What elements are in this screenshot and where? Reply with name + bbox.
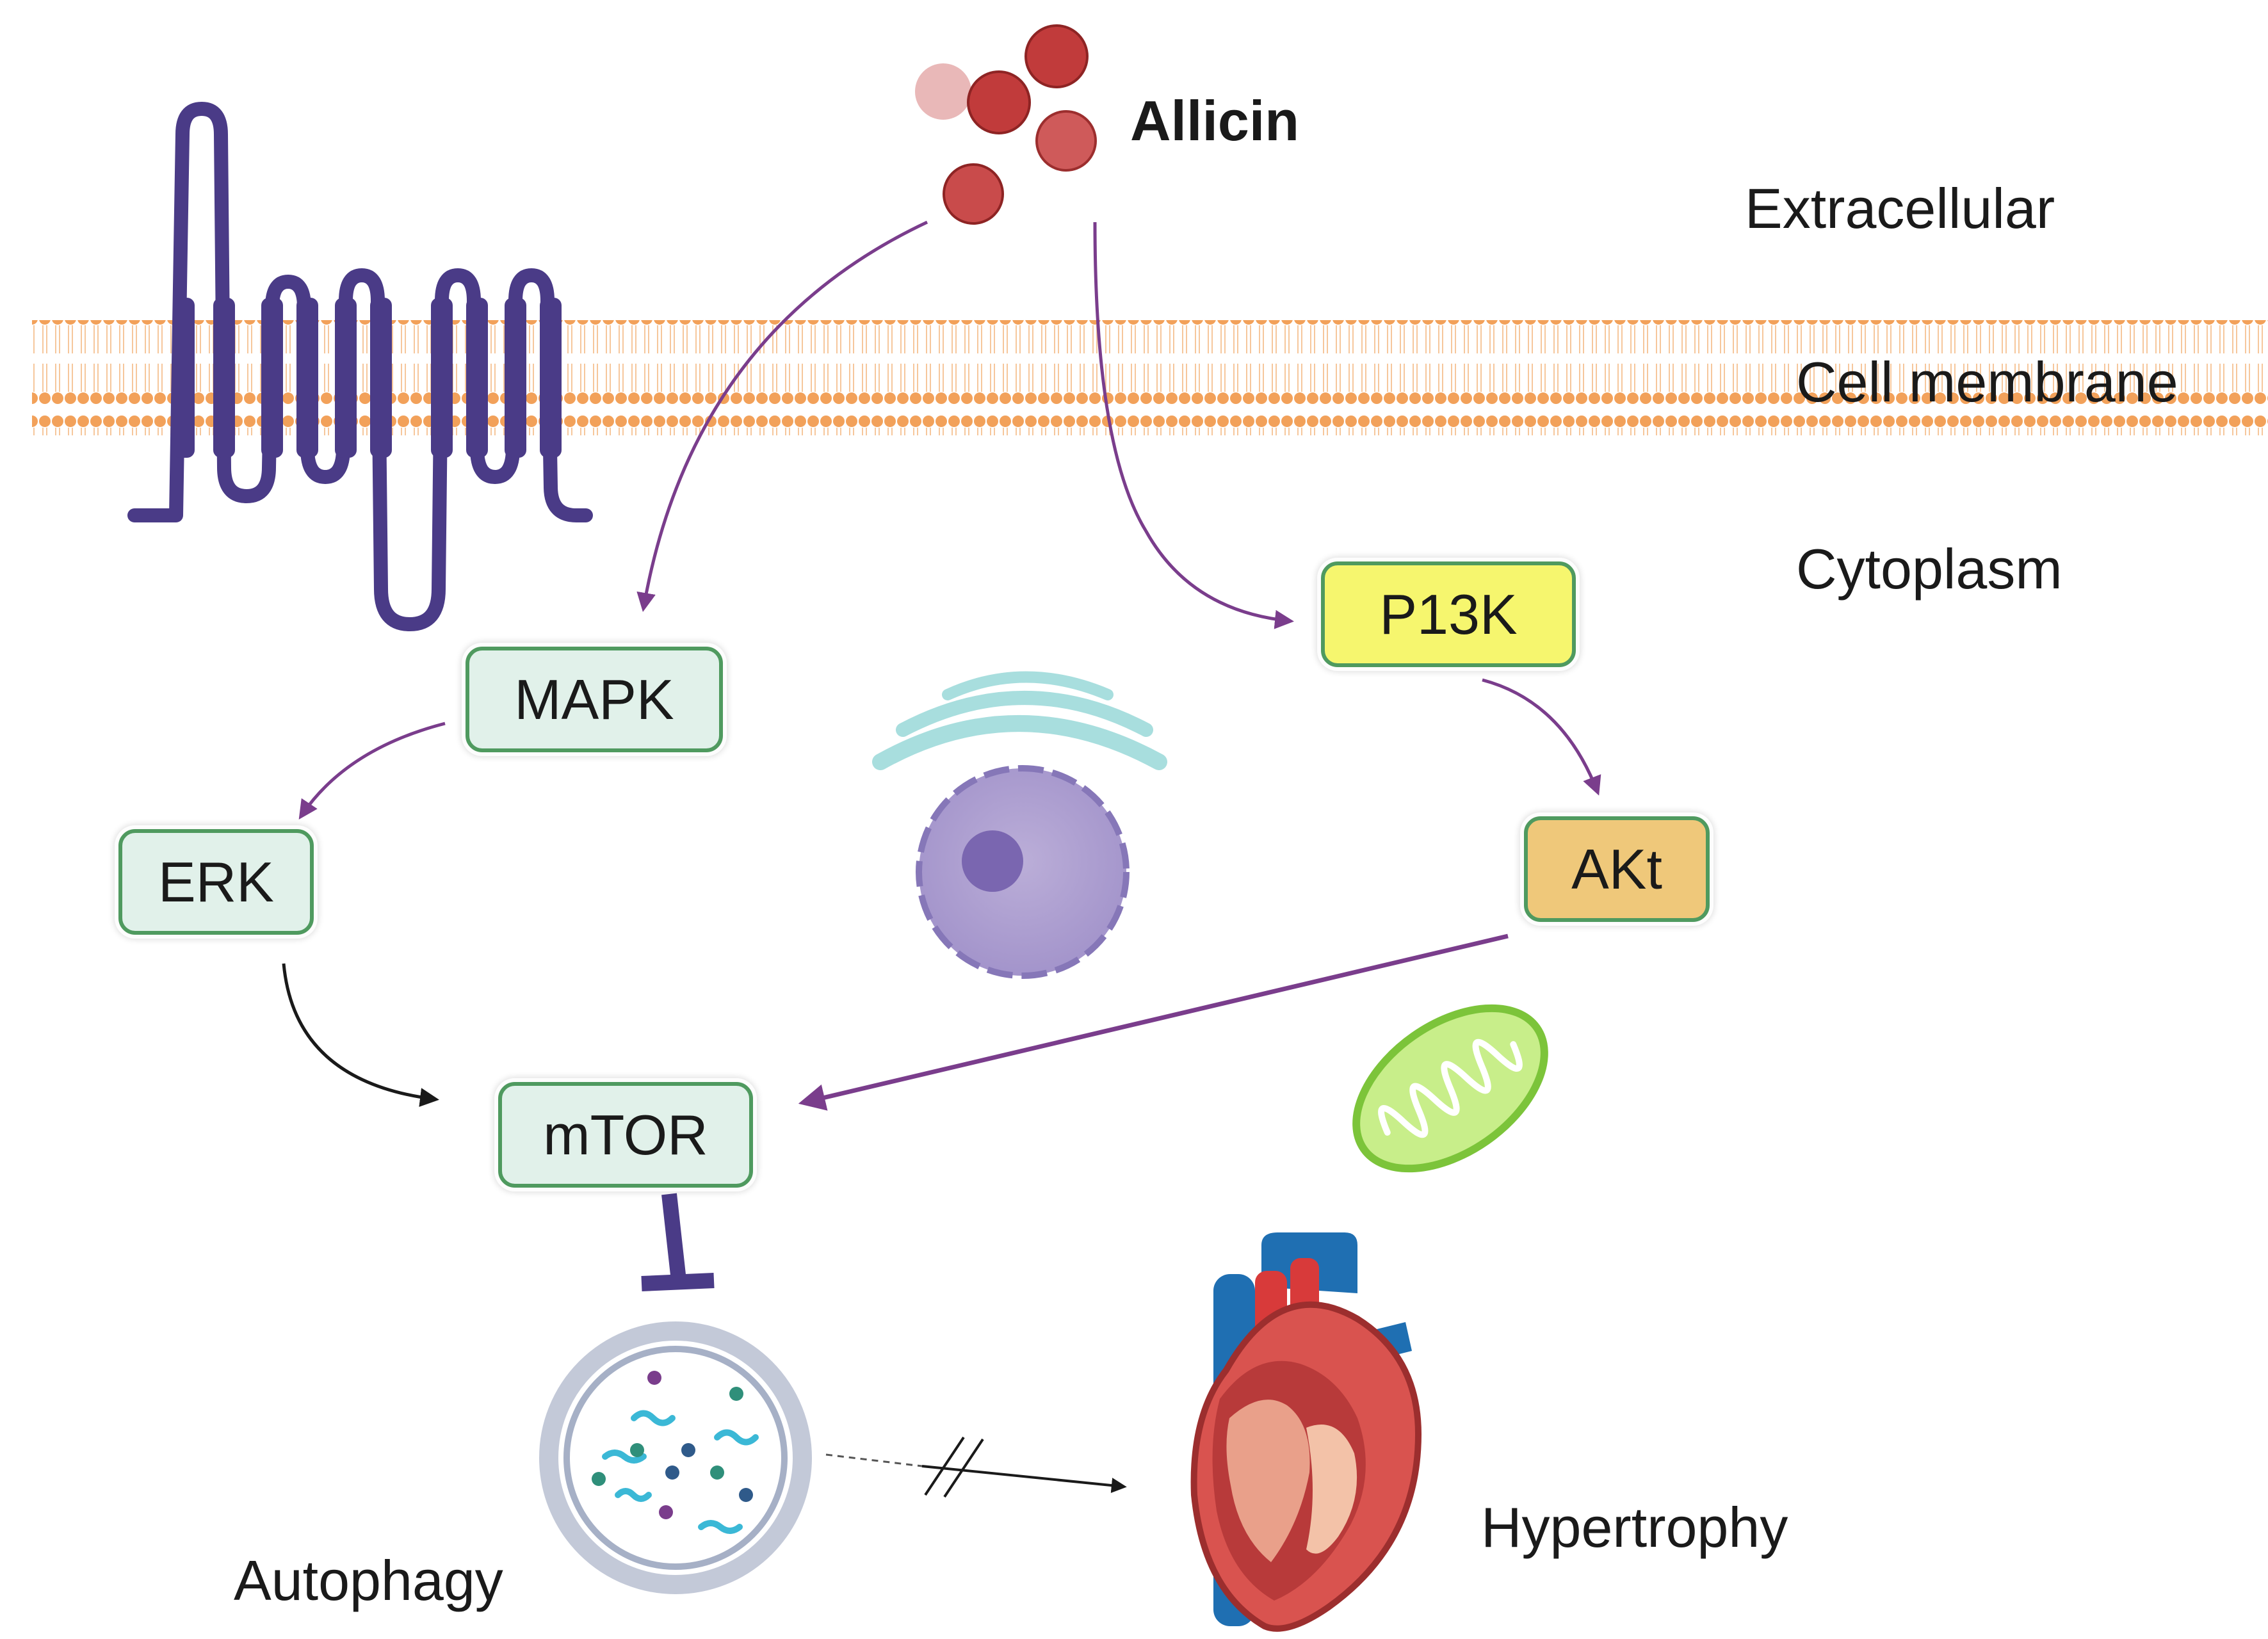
hypertrophy-label: Hypertrophy (1481, 1496, 1788, 1559)
arrow-pi3k-to-akt (1482, 678, 1601, 796)
node-erk: ERK (118, 829, 314, 935)
arrow-erk-to-mtor (282, 963, 439, 1107)
node-mtor: mTOR (498, 1082, 753, 1188)
allicin-label: Allicin (1130, 89, 1300, 152)
node-pi3k: P13K (1321, 561, 1576, 667)
inhibition-mtor-autophagy (641, 1193, 715, 1291)
arrow-akt-to-mtor (798, 933, 1509, 1111)
cell-membrane-bilayer (32, 320, 2268, 435)
cell-membrane-label: Cell membrane (1796, 350, 2178, 414)
golgi-apparatus-icon (872, 671, 1167, 770)
arrow-allicin-to-pi3k (1093, 222, 1294, 629)
arrow-allicin-to-mapk (636, 220, 928, 612)
node-mapk: MAPK (466, 647, 723, 752)
extracellular-label: Extracellular (1745, 177, 2055, 240)
arrow-autophagy-to-hypertrophy-blocked (825, 1436, 1127, 1498)
nucleus-icon (916, 765, 1130, 979)
arrow-mapk-to-erk (298, 722, 446, 820)
node-akt: AKt (1524, 816, 1710, 922)
receptor-transmembrane-helices (173, 298, 562, 458)
cytoplasm-label: Cytoplasm (1796, 537, 2062, 601)
autophagy-label: Autophagy (234, 1549, 503, 1612)
autophagosome-icon (539, 1321, 812, 1594)
heart-icon (1190, 1232, 1422, 1632)
allicin-molecules-icon (915, 24, 1097, 225)
mitochondrion-icon (1352, 1004, 1548, 1173)
